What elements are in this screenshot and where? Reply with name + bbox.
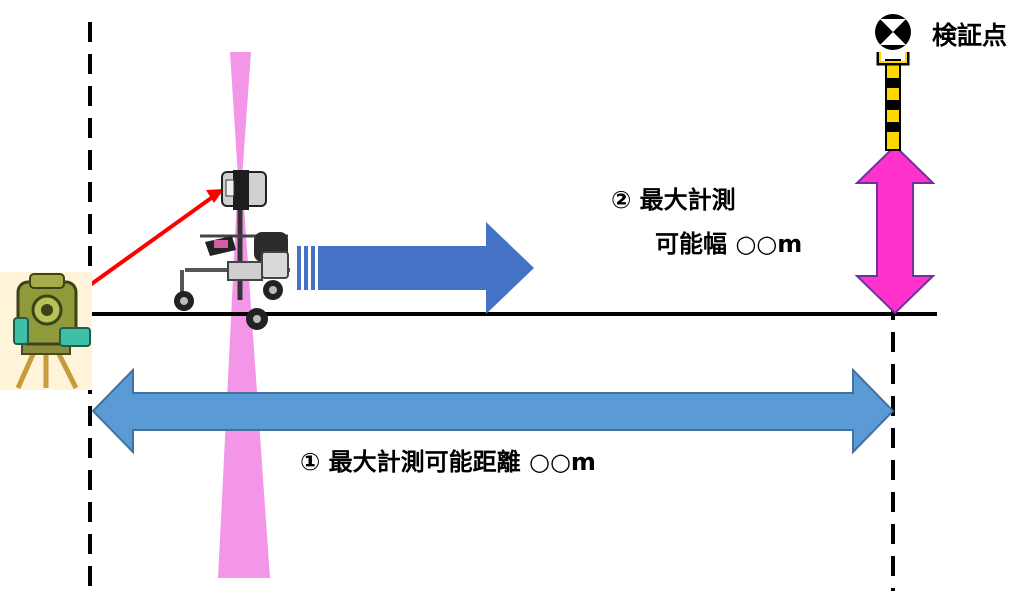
max-width-double-arrow <box>854 144 936 315</box>
max-distance-label: ① 最大計測可能距離 ○○m <box>300 448 596 476</box>
sight-line <box>70 194 216 300</box>
max-width-label-line2: 可能幅 ○○m <box>655 230 803 258</box>
sight-line-arrowhead <box>206 189 224 203</box>
mobile-laser-scanner-cart-icon <box>174 170 290 330</box>
max-width-label-line1: ② 最大計測 <box>611 186 736 214</box>
max-distance-double-arrow <box>91 367 895 455</box>
verification-point-target-icon <box>875 14 911 151</box>
movement-direction-arrow <box>297 222 534 314</box>
total-station-icon <box>0 272 92 390</box>
verification-point-label: 検証点 <box>932 21 1008 50</box>
